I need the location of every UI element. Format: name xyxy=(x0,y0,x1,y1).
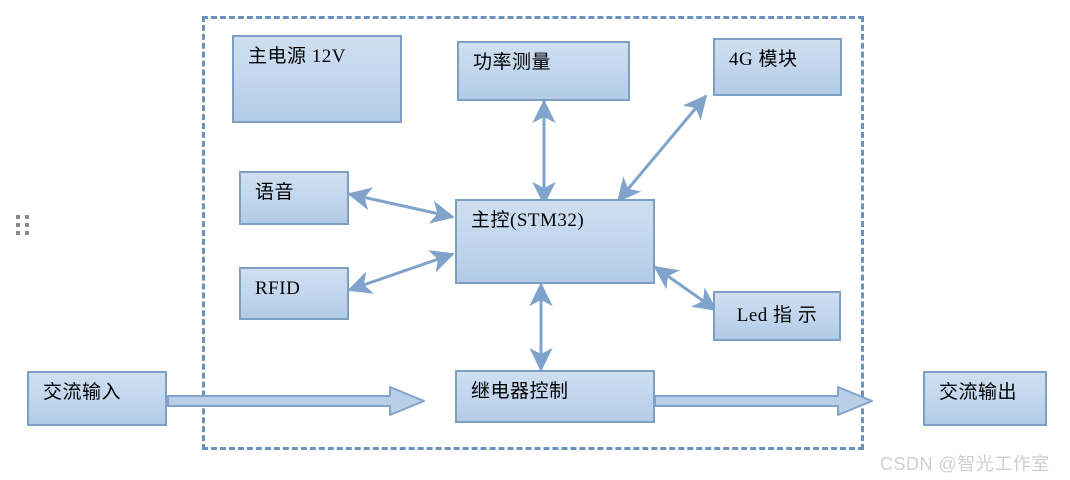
handle-dot xyxy=(25,215,29,219)
node-ac-input[interactable]: 交流输入 xyxy=(27,371,167,426)
drag-handle[interactable] xyxy=(16,215,29,235)
csdn-watermark: CSDN @智光工作室 xyxy=(880,454,1050,474)
node-relay-control[interactable]: 继电器控制 xyxy=(455,370,655,423)
node-mcu[interactable]: 主控(STM32) xyxy=(455,199,655,284)
handle-dot xyxy=(25,223,29,227)
node-ac-output[interactable]: 交流输出 xyxy=(923,371,1047,426)
node-4g-module[interactable]: 4G 模块 xyxy=(713,38,842,96)
node-led-indicator[interactable]: Led 指 示 xyxy=(713,291,841,341)
node-rfid[interactable]: RFID xyxy=(239,267,349,320)
handle-dot xyxy=(16,223,20,227)
handle-dot xyxy=(16,215,20,219)
node-power-measure[interactable]: 功率测量 xyxy=(457,41,630,101)
node-power-supply[interactable]: 主电源 12V xyxy=(232,35,402,123)
handle-dot xyxy=(16,231,20,235)
handle-dot xyxy=(25,231,29,235)
node-voice[interactable]: 语音 xyxy=(239,171,349,225)
device-boundary-dashed-rect xyxy=(202,16,864,450)
